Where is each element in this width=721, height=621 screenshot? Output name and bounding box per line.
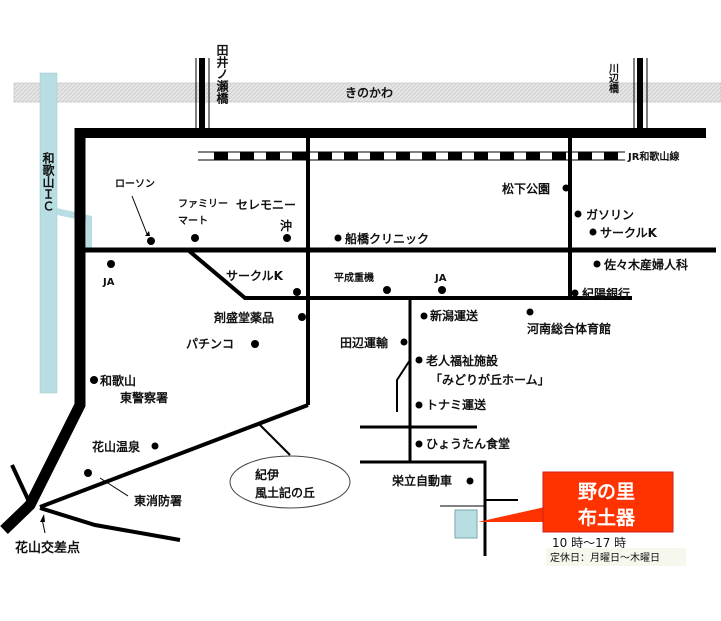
label-lawson: ローソン: [115, 179, 155, 190]
roads: [0, 128, 716, 556]
label-tonami: トナミ運送: [426, 397, 487, 412]
label-matsushita: 松下公園: [502, 181, 550, 196]
label-zaiseido: 剤盛堂薬品: [213, 310, 274, 325]
shop-name-2: 布土器: [578, 506, 636, 529]
label-funahashi: 船橋クリニック: [345, 231, 429, 246]
label-circlek-right: サークルK: [600, 226, 658, 240]
shop-closed-days: 定休日：月曜日〜木曜日: [550, 551, 660, 564]
shop-location: 野の里 布土器 10 時〜17 時 定休日：月曜日〜木曜日: [454, 471, 686, 566]
fudoki-area: [229, 455, 351, 509]
bridge-kawabe: 川辺橋: [607, 58, 648, 133]
river-label: きのかわ: [345, 86, 393, 100]
label-ja-left: JA: [102, 277, 115, 288]
label-eiritsu: 栄立自動車: [391, 473, 452, 488]
bridge-tainose: 田井ノ瀬橋: [195, 44, 229, 133]
callout-pointer: [478, 507, 545, 522]
label-familymart-2: マート: [178, 215, 208, 227]
label-fire: 東消防署: [134, 493, 182, 508]
label-rojin-1: 老人福祉施設: [426, 353, 499, 368]
shop-callout: [542, 471, 674, 533]
expressway-ic: 和歌山ＩＣ: [39, 72, 92, 394]
bridge-kawabe-label: 川辺橋: [607, 63, 620, 94]
label-pachinko: パチンコ: [186, 337, 234, 351]
lawson-arrow: [131, 195, 148, 235]
label-ceremony-1: セレモニー: [236, 198, 296, 212]
label-fudoki-2: 風土記の丘: [255, 485, 315, 500]
label-tanabe: 田辺運輸: [340, 335, 389, 350]
label-onsen: 花山温泉: [92, 439, 141, 454]
label-police-2: 東警察署: [120, 390, 168, 405]
river: きのかわ: [13, 82, 721, 103]
label-kiyo: 紀陽銀行: [582, 286, 630, 301]
label-familymart-1: ファミリー: [178, 198, 228, 210]
label-niigata: 新潟運送: [430, 308, 479, 323]
fire-leader: [99, 477, 129, 497]
label-rojin-2: 「みどりが丘ホーム」: [430, 372, 550, 387]
label-fudoki-1: 紀伊: [255, 467, 279, 482]
landmark-labels: ローソン ファミリー マート セレモニー 沖 船橋クリニック JA サークルK …: [15, 179, 688, 556]
shop-building: [454, 509, 478, 539]
bridge-tainose-label: 田井ノ瀬橋: [215, 44, 229, 105]
jr-railway: JR和歌山線: [198, 150, 679, 163]
ic-label: 和歌山ＩＣ: [41, 151, 55, 212]
shop-name-1: 野の里: [578, 481, 635, 503]
landmark-dots: [84, 184, 601, 485]
label-ja-center: JA: [434, 273, 447, 284]
label-konan: 河南総合体育館: [526, 321, 611, 336]
railway-label: JR和歌山線: [627, 150, 679, 163]
shop-hours: 10 時〜17 時: [552, 536, 626, 550]
label-police-1: 和歌山: [99, 373, 136, 388]
label-sasaki: 佐々木産婦人科: [603, 257, 688, 272]
label-heisei: 平成重機: [334, 271, 374, 284]
label-circlek-left: サークルK: [226, 269, 284, 283]
label-hyoutan: ひょうたん食堂: [426, 436, 510, 451]
label-ceremony-2: 沖: [280, 218, 292, 233]
label-gasoline: ガソリン: [586, 207, 634, 222]
label-intersection: 花山交差点: [15, 540, 80, 556]
closed-bg: [546, 548, 686, 566]
